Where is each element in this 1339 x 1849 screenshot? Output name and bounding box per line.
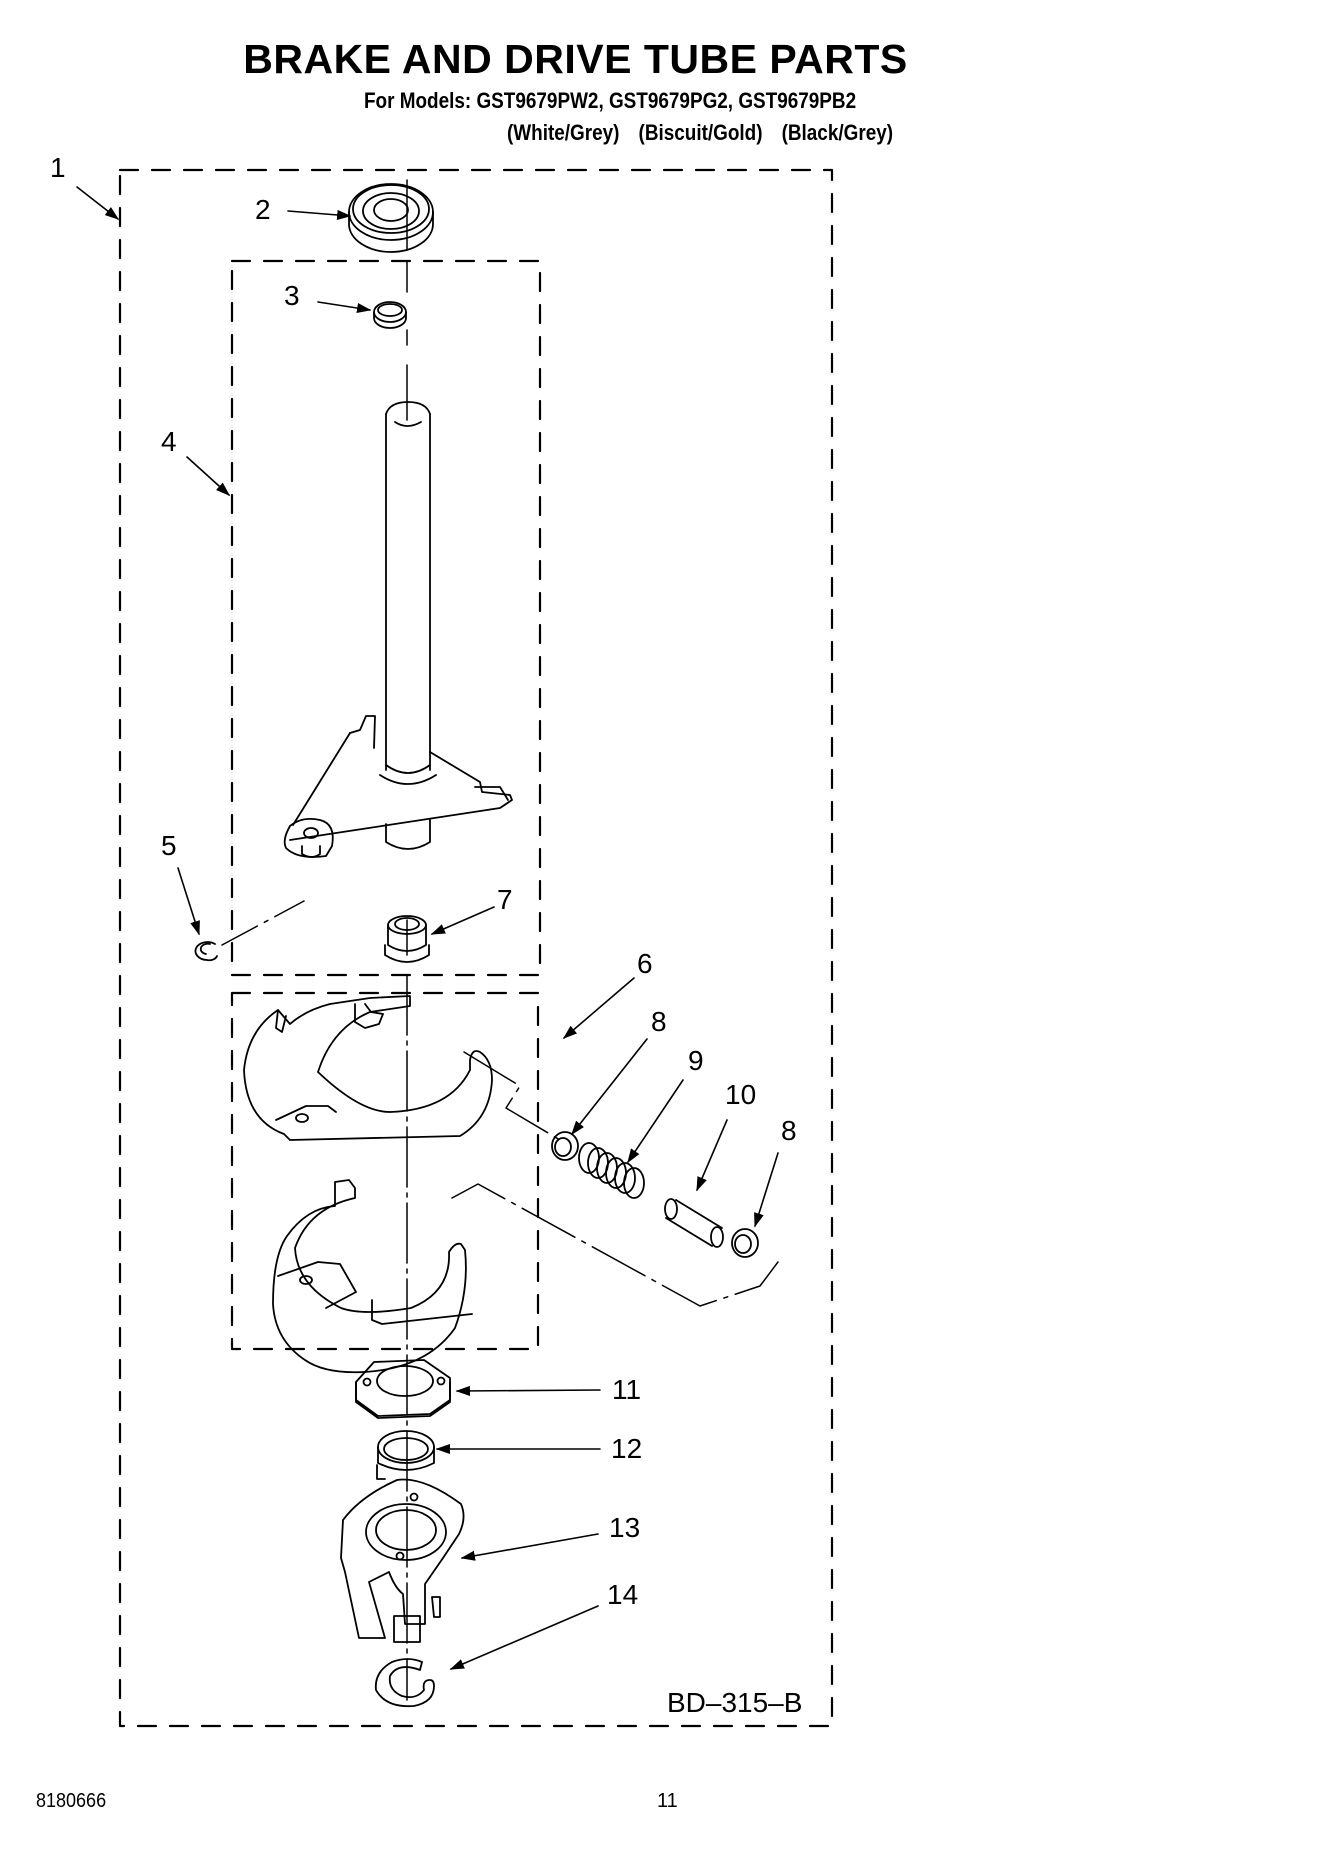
drive-tube-icon xyxy=(283,401,513,858)
bushing-icon xyxy=(373,301,407,329)
callout-11: 11 xyxy=(612,1374,642,1405)
callout-10: 10 xyxy=(725,1079,757,1110)
callout-3: 3 xyxy=(284,280,300,311)
pin-icon xyxy=(664,1198,724,1248)
plate-icon xyxy=(355,1359,451,1419)
callout-1: 1 xyxy=(50,152,66,183)
callout-2: 2 xyxy=(255,194,271,225)
seal-icon xyxy=(348,183,434,253)
washer-icon xyxy=(731,1228,759,1258)
callout-6: 6 xyxy=(637,948,653,979)
page-number: 11 xyxy=(657,1790,678,1812)
spring-group-leader-lines xyxy=(451,1051,779,1307)
brake-cam-icon xyxy=(340,1478,465,1643)
color-variants: (White/Grey) (Biscuit/Gold) (Black/Grey) xyxy=(507,120,903,146)
callout-8a: 8 xyxy=(651,1006,667,1037)
callout-9: 9 xyxy=(688,1045,704,1076)
callout-leaders xyxy=(76,186,779,1670)
callout-13: 13 xyxy=(609,1512,641,1543)
callout-12: 12 xyxy=(611,1433,643,1464)
brake-shoe-upper-icon xyxy=(243,995,493,1141)
callout-14: 14 xyxy=(607,1579,639,1610)
callout-7: 7 xyxy=(497,884,513,915)
color-variant-black-grey: (Black/Grey) xyxy=(781,120,894,145)
callout-8b: 8 xyxy=(781,1115,797,1146)
spring-icon xyxy=(578,1142,645,1199)
color-variant-biscuit-gold: (Biscuit/Gold) xyxy=(638,120,763,145)
clip-leader-line xyxy=(221,900,305,946)
retaining-ring-icon xyxy=(374,1658,435,1708)
bearing-icon xyxy=(384,915,430,963)
drawing-code: BD–315–B xyxy=(667,1687,803,1718)
models-line: For Models: GST9679PW2, GST9679PG2, GST9… xyxy=(364,88,857,113)
assembly-boundary-outer xyxy=(118,168,834,1728)
clip-icon xyxy=(194,941,218,962)
callout-5: 5 xyxy=(161,830,177,861)
callout-4: 4 xyxy=(161,426,177,457)
assembly-boundary-brake-shoes xyxy=(230,991,540,1351)
page-title: BRAKE AND DRIVE TUBE PARTS xyxy=(243,36,908,82)
document-number: 8180666 xyxy=(36,1790,107,1812)
ring-icon xyxy=(376,1430,435,1480)
washer-icon xyxy=(551,1131,579,1161)
color-variant-white-grey: (White/Grey) xyxy=(507,120,620,145)
brake-shoe-lower-icon xyxy=(272,1179,473,1374)
